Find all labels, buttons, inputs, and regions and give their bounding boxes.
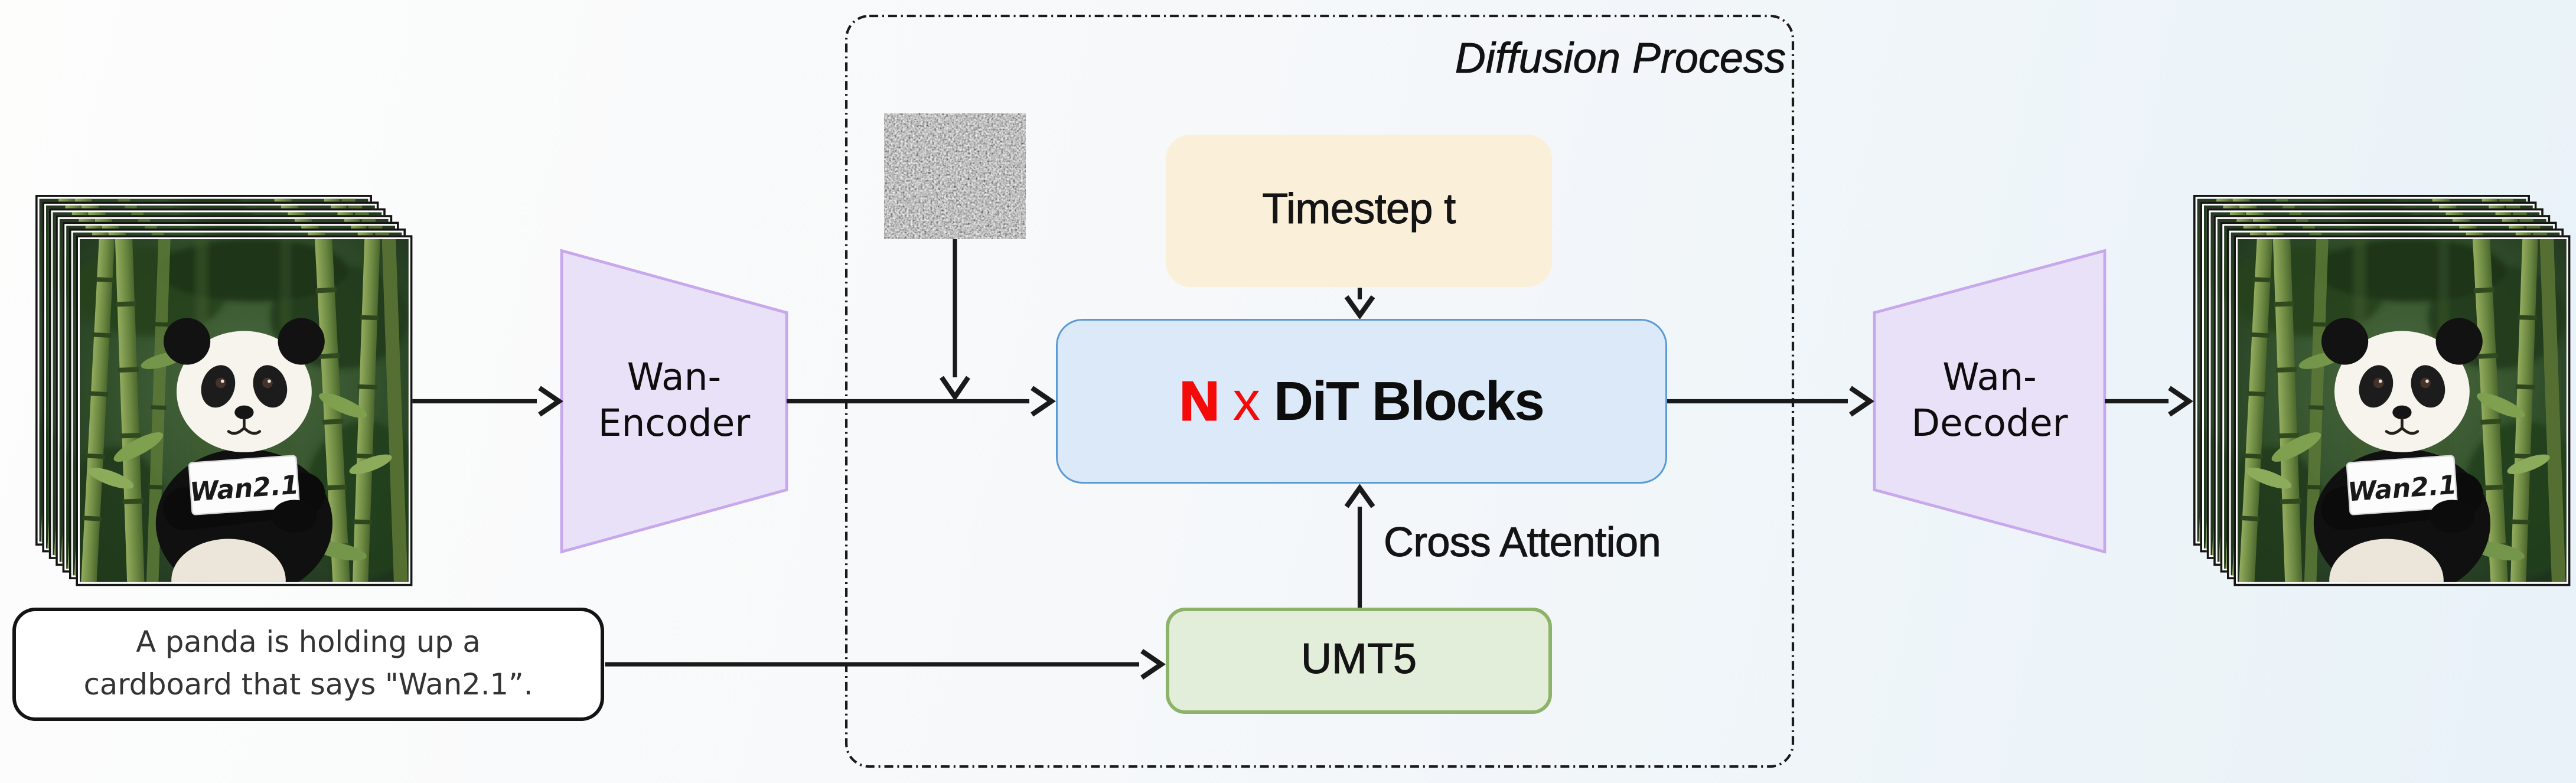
timestep-box: Timestep t	[1166, 135, 1552, 287]
dit-times-symbol: x	[1232, 369, 1260, 432]
arrow-dit-to-decoder	[1667, 386, 1874, 417]
arrow-encoder-to-dit	[787, 386, 1056, 417]
dit-n-count: N	[1179, 368, 1220, 432]
encoder-label-line2: Encoder	[598, 401, 751, 444]
umt5-label: UMT5	[1300, 635, 1417, 684]
dit-blocks-box: N x DiT Blocks	[1056, 319, 1667, 484]
diffusion-process-container	[845, 14, 1795, 768]
umt5-box: UMT5	[1166, 608, 1552, 714]
arrow-timestep-to-dit	[1344, 288, 1375, 320]
arrow-noise-to-flow	[940, 239, 970, 402]
arrow-umt5-to-dit	[1344, 484, 1375, 608]
prompt-text-box: A panda is holding up a cardboard that s…	[12, 608, 604, 721]
wan-encoder-shape	[560, 249, 788, 554]
arrow-prompt-to-umt5	[605, 649, 1166, 680]
video-frame	[76, 235, 413, 586]
decoder-label-line2: Decoder	[1911, 401, 2068, 444]
diffusion-process-title: Diffusion Process	[1455, 35, 1786, 84]
arrow-frames-to-encoder	[411, 386, 563, 417]
arrow-decoder-to-frames	[2105, 386, 2193, 417]
wan-decoder-label: Wan- Decoder	[1874, 356, 2105, 447]
encoder-label-line1: Wan-	[627, 356, 722, 399]
decoder-label-line1: Wan-	[1942, 356, 2037, 399]
wan-encoder-label: Wan- Encoder	[562, 356, 787, 447]
prompt-line-1: A panda is holding up a	[136, 625, 481, 660]
prompt-line-2: cardboard that says "Wan2.1”.	[83, 668, 533, 702]
gaussian-noise-patch	[884, 113, 1026, 239]
dit-blocks-label: DiT Blocks	[1273, 369, 1545, 432]
cross-attention-label: Cross Attention	[1383, 518, 1661, 565]
video-frame	[2233, 235, 2571, 586]
wan-decoder-shape	[1873, 249, 2107, 554]
timestep-label: Timestep t	[1262, 185, 1456, 234]
input-video-frames	[35, 195, 413, 586]
output-video-frames	[2193, 195, 2571, 586]
